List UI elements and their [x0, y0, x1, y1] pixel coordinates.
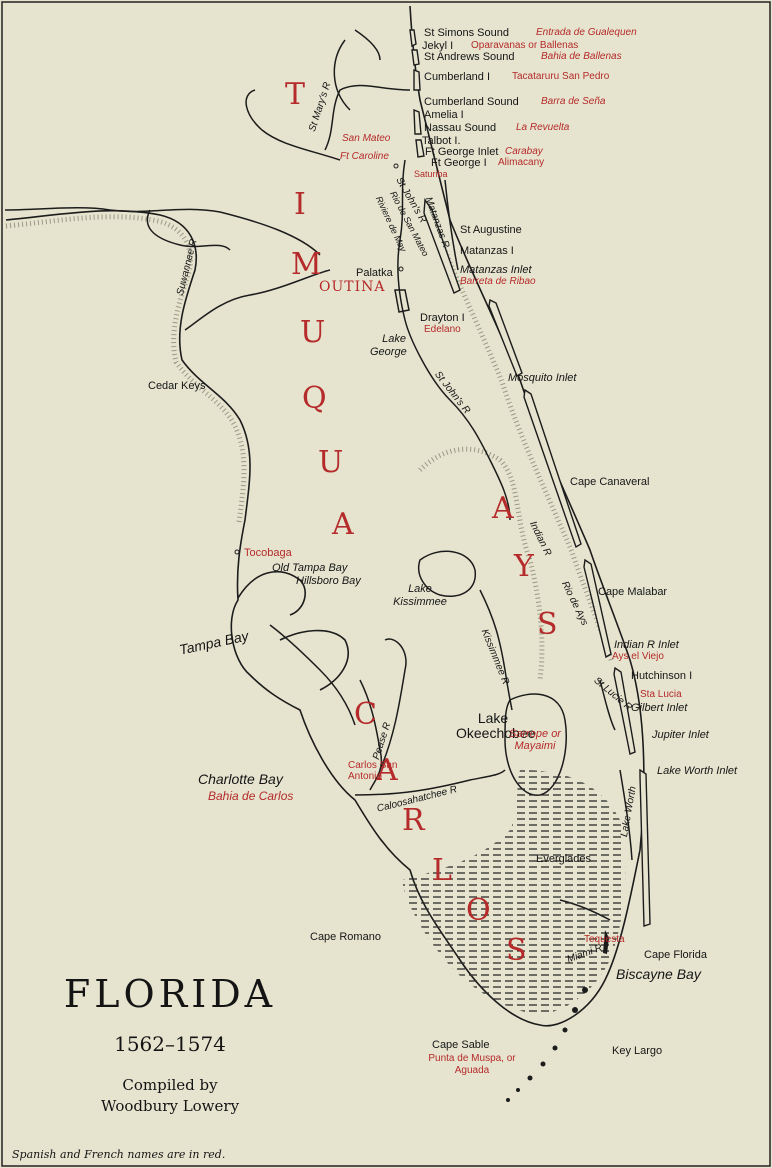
region-carlos-letter: S	[506, 933, 527, 968]
label-alimacany: Alimacany	[498, 157, 545, 168]
label-punta-de-muspa: Punta de Muspa, or Aguada	[428, 1053, 516, 1076]
label-cumberland-i: Cumberland I	[424, 71, 491, 83]
label-ft-caroline: Ft Caroline	[340, 151, 389, 162]
label-gilbert-inlet: Gilbert Inlet	[631, 702, 688, 714]
region-carlos-letter: C	[354, 697, 377, 732]
region-outina: OUTINA	[319, 279, 386, 295]
map-years: 1562–1574	[114, 1032, 226, 1056]
label-amelia-i: Amelia I	[424, 109, 464, 121]
shore-stipple	[5, 214, 615, 681]
label-sarrope-or-mayaimi: Sarrope or Mayaimi	[509, 728, 561, 753]
region-ays-letter: S	[537, 607, 558, 642]
region-carlos-letter: O	[466, 893, 491, 928]
label-matanzas-i: Matanzas I	[460, 245, 514, 257]
label-lake-george: Lake George	[370, 333, 407, 358]
label-hutchinson-i: Hutchinson I	[631, 670, 693, 682]
map-note: Spanish and French names are in red.	[12, 1148, 226, 1161]
region-carlos-letter: L	[432, 853, 452, 888]
map-title: FLORIDA	[63, 972, 277, 1016]
label-hillsboro-bay: Hillsboro Bay	[296, 575, 361, 587]
label-palatka: Palatka	[356, 267, 393, 279]
region-ays-letter: Y	[514, 549, 534, 584]
label-carlos-san-antonio: Carlos San Antonio	[348, 760, 398, 782]
label-sta-lucia: Sta Lucia	[640, 689, 682, 700]
label-san-mateo: San Mateo	[342, 133, 391, 144]
label-bahia-de-ballenas: Bahia de Ballenas	[541, 51, 622, 62]
region-carlos-letter: A	[376, 753, 398, 788]
region-timuqua-letter: U	[300, 315, 326, 350]
label-key-largo: Key Largo	[612, 1045, 663, 1057]
label-la-revuelta: La Revuelta	[516, 122, 570, 133]
label-cape-malabar: Cape Malabar	[598, 586, 668, 598]
label-barreta-de-ribao: Barreta de Ribao	[460, 276, 536, 287]
label-cedar-keys: Cedar Keys	[148, 380, 206, 392]
label-matanzas-inlet: Matanzas Inlet	[460, 264, 532, 276]
rivers	[4, 29, 633, 921]
label-cape-canaveral: Cape Canaveral	[570, 476, 650, 488]
label-old-tampa-bay: Old Tampa Bay	[272, 562, 348, 574]
label-entrada-de-gualequen: Entrada de Gualequen	[536, 27, 637, 38]
label-lake-worth-inlet: Lake Worth Inlet	[657, 765, 738, 777]
label-drayton-i: Drayton I	[420, 312, 465, 324]
label-tocobaga: Tocobaga	[244, 547, 292, 559]
region-carlos-letter: R	[402, 803, 425, 838]
credit-line-1: Compiled by	[122, 1076, 218, 1094]
label-st-andrews-sound: St Andrews Sound	[424, 51, 515, 63]
credit-line-2: Woodbury Lowery	[100, 1097, 240, 1115]
label-carabay: Carabay	[505, 146, 543, 157]
label-talbot-i: Talbot I.	[422, 135, 461, 147]
label-jekyl-i: Jekyl I	[422, 40, 454, 52]
town-markers	[234, 163, 404, 555]
region-timuqua-letter: T	[285, 77, 306, 112]
region-timuqua-letter: A	[332, 507, 354, 542]
label-cape-florida: Cape Florida	[644, 949, 707, 961]
label-lake-kissimmee: Lake Kissimmee	[393, 583, 447, 608]
label-charlotte-bay: Charlotte Bay	[198, 771, 283, 787]
lakes	[394, 289, 567, 796]
label-edelano: Edelano	[424, 324, 461, 335]
label-barra-de-sena: Barra de Seña	[541, 96, 606, 107]
label-jupiter-inlet: Jupiter Inlet	[652, 729, 709, 741]
label-ays-el-viejo: Ays el Viejo	[612, 651, 664, 662]
label-everglades: Everglades	[536, 853, 592, 865]
label-st-simons-sound: St Simons Sound	[424, 27, 509, 39]
label-tacataruru-san-pedro: Tacataruru San Pedro	[512, 71, 610, 82]
label-nassau-sound: Nassau Sound	[424, 122, 497, 134]
label-bahia-de-carlos: Bahia de Carlos	[208, 789, 294, 803]
region-ays-letter: A	[492, 491, 514, 526]
label-ft-george-inlet: Ft George Inlet	[425, 146, 499, 158]
everglades-marsh	[402, 770, 626, 1015]
label-tequesta: Tequesta	[584, 934, 625, 945]
label-saturiba: Saturiba	[414, 169, 448, 179]
florida-keys	[506, 930, 609, 1102]
label-mosquito-inlet: Mosquito Inlet	[508, 372, 577, 384]
label-indian-r-inlet: Indian R Inlet	[614, 639, 679, 651]
region-timuqua-letter: I	[294, 187, 306, 222]
label-ft-george-i: Ft George I	[431, 157, 487, 169]
label-biscayne-bay: Biscayne Bay	[616, 966, 701, 982]
region-timuqua-letter: U	[318, 445, 344, 480]
label-lake-okeechobee: Lake Okeechobee	[456, 710, 536, 741]
label-cumberland-sound: Cumberland Sound	[424, 96, 519, 108]
label-st-augustine: St Augustine	[460, 224, 522, 236]
barrier-islands	[409, 29, 651, 927]
label-cape-romano: Cape Romano	[310, 931, 381, 943]
label-cape-sable: Cape Sable	[432, 1039, 490, 1051]
label-oparavanas-or-ballenas: Oparavanas or Ballenas	[471, 40, 579, 51]
region-timuqua-letter: Q	[302, 381, 327, 416]
region-timuqua-letter: M	[291, 247, 322, 282]
